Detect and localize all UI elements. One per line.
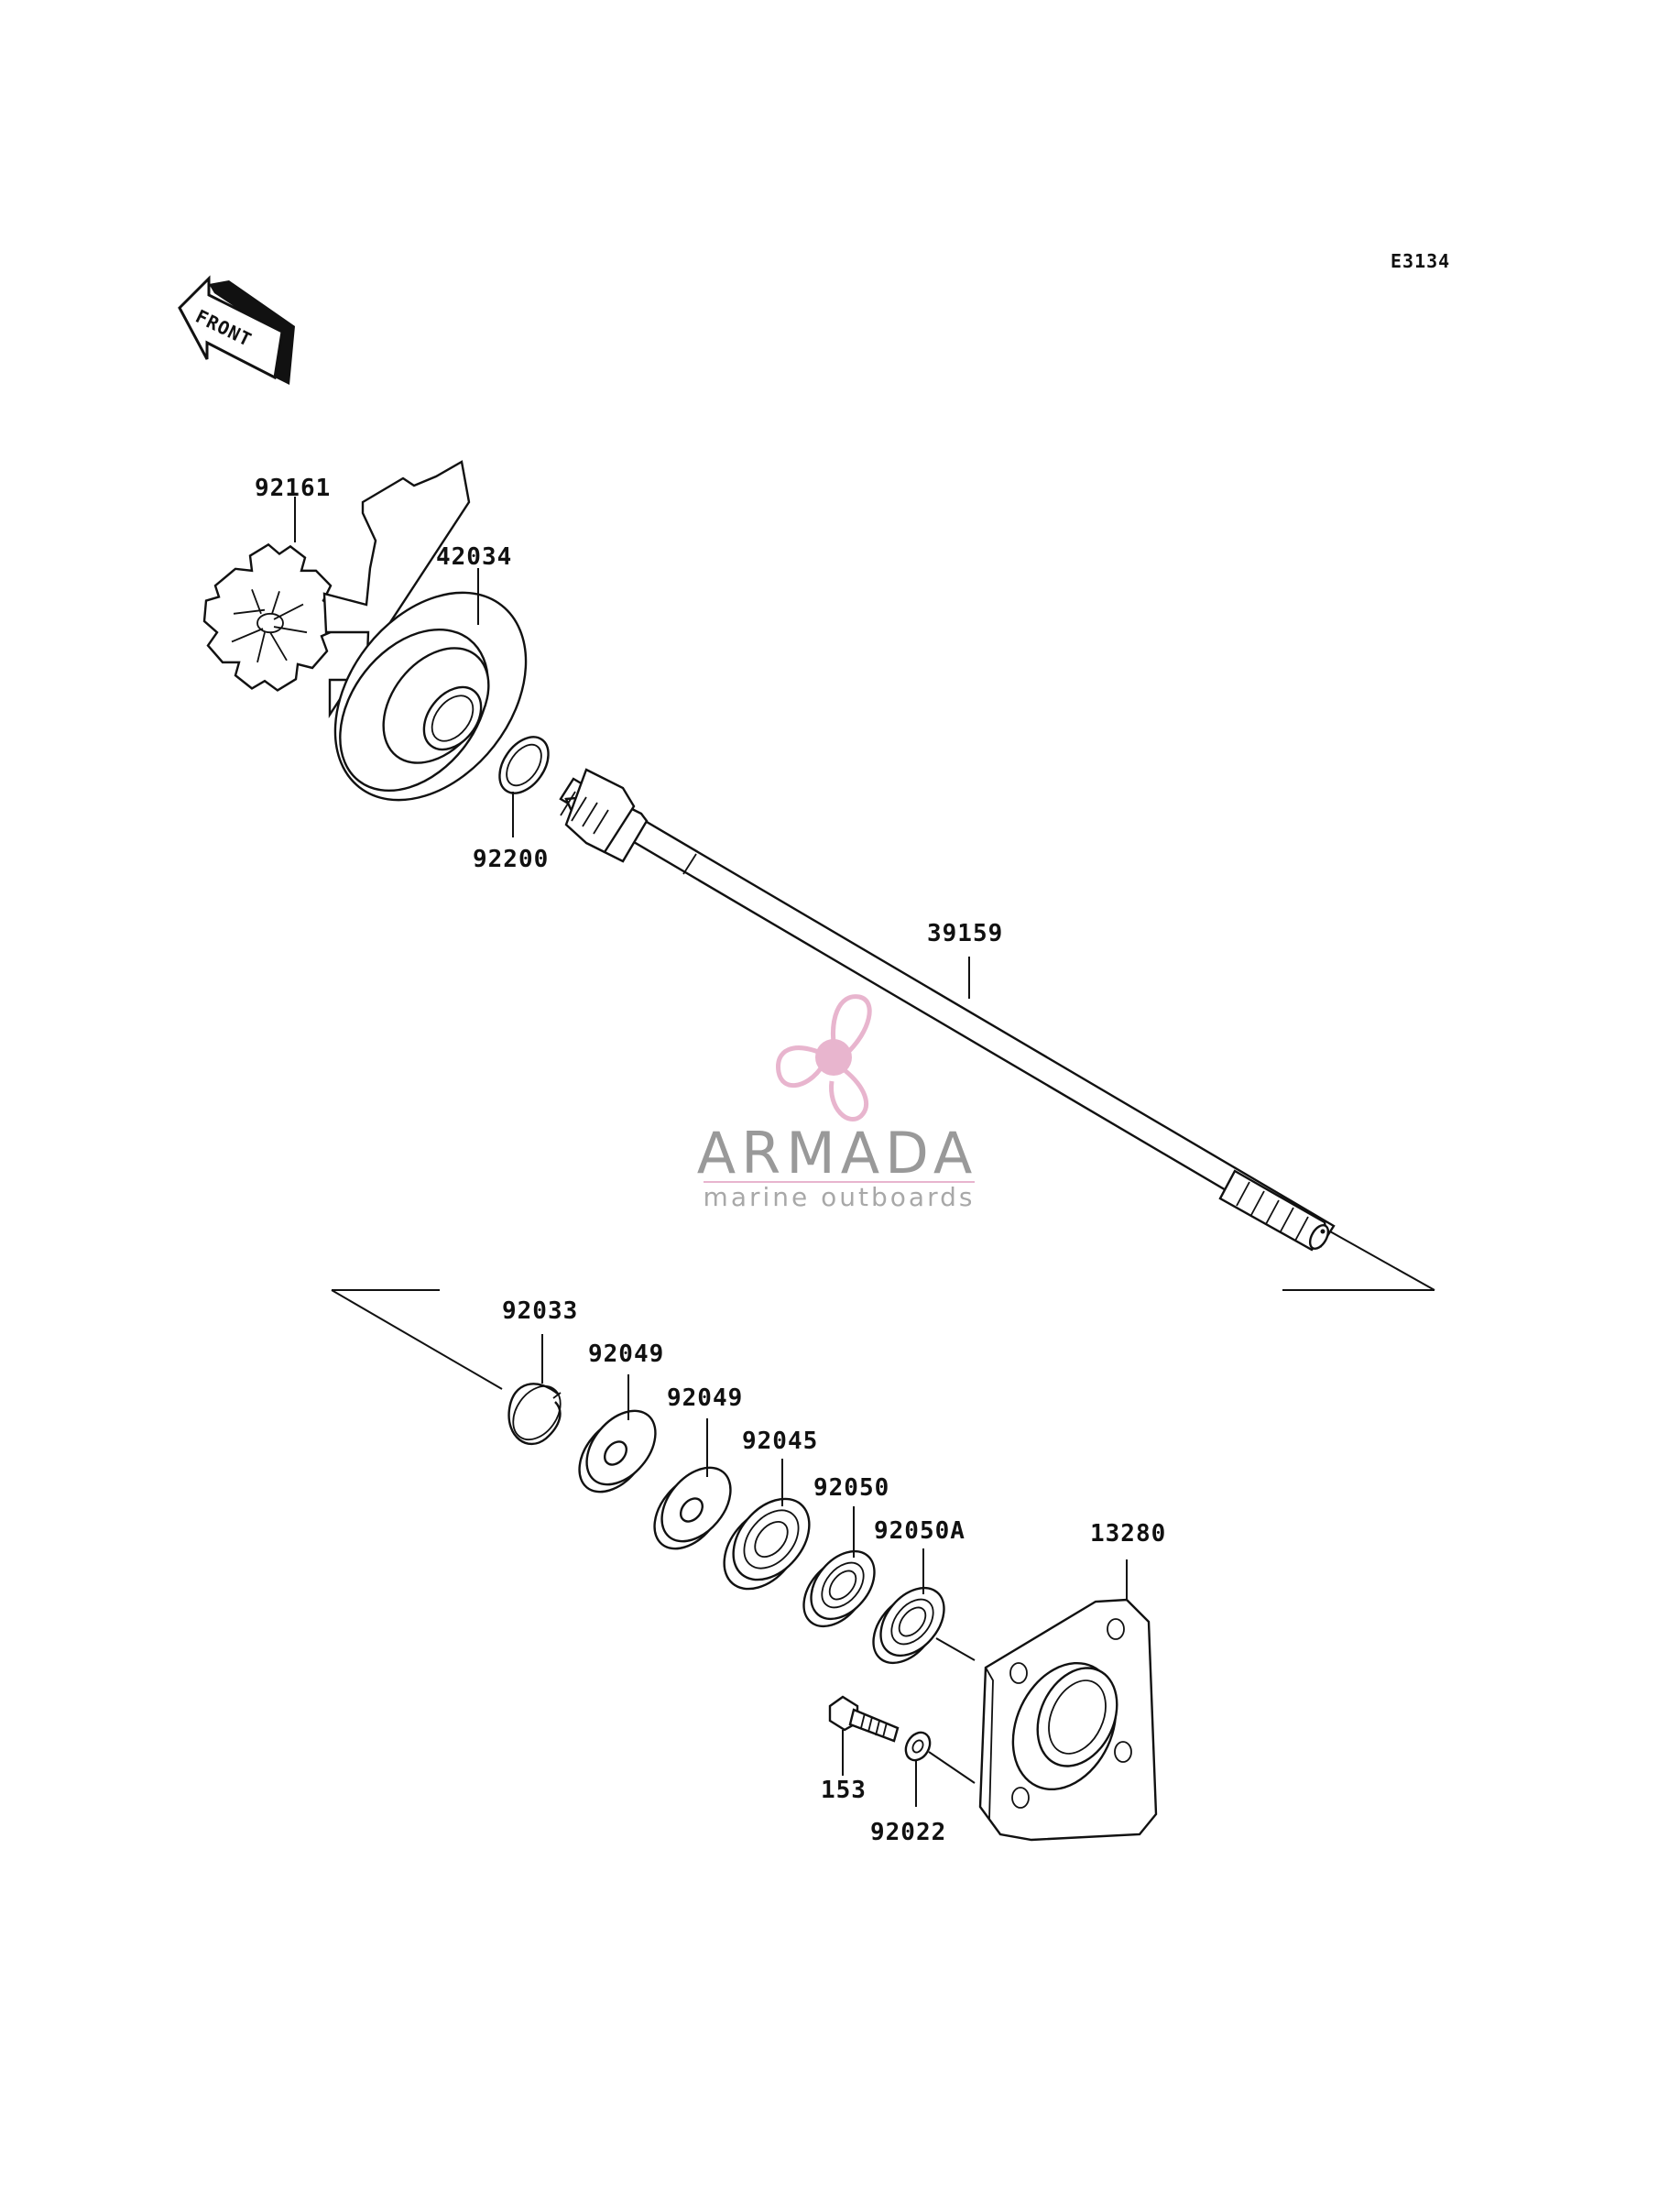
oil-seal-92050 [802,1549,876,1628]
impeller-42034 [322,460,528,802]
diagram-code: E3134 [1391,250,1450,272]
washer-92022 [904,1731,932,1762]
label-92045: 92045 [742,1428,818,1455]
washer-92200 [498,736,550,794]
collar-92049-b [653,1466,732,1550]
label-92200: 92200 [473,846,549,873]
label-42034: 42034 [436,543,512,571]
label-92049-a: 92049 [588,1340,664,1368]
label-92050A: 92050A [874,1517,965,1545]
bearing-92045 [723,1497,811,1591]
circlip-92033 [507,1383,562,1446]
propeller-logo-icon [776,994,872,1121]
armada-watermark: ARMADA marine outboards [697,994,977,1212]
label-92049-b: 92049 [667,1384,743,1412]
watermark-brand: ARMADA [697,1120,977,1187]
label-153: 153 [821,1777,867,1804]
continuation-lines [331,1231,1435,1390]
label-13280: 13280 [1090,1520,1166,1548]
label-92033: 92033 [502,1297,578,1325]
oil-seal-92050A [872,1586,945,1665]
watermark-tagline: marine outboards [704,1182,976,1212]
front-arrow-icon: FRONT [178,275,295,385]
label-92050: 92050 [813,1474,889,1502]
leader-lines [294,497,1128,1807]
drive-shaft-39159 [559,768,1336,1252]
label-39159: 39159 [927,920,1003,947]
bolt-153 [828,1695,900,1743]
collar-92049-a [578,1409,657,1493]
housing-13280 [978,1598,1158,1842]
damper-92161 [202,542,338,692]
label-92022: 92022 [870,1819,946,1846]
label-92161: 92161 [255,475,331,502]
